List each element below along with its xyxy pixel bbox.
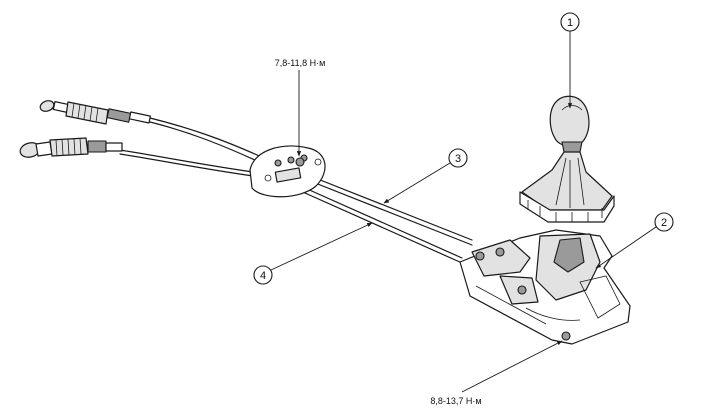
cable-bracket	[249, 145, 326, 198]
callout-3: 3	[383, 148, 468, 204]
bracket-bolt-icon	[295, 157, 305, 167]
callout-4-label: 4	[260, 270, 266, 282]
torque-callout-base: 8,8-13,7 Н·м	[430, 340, 563, 406]
cable-end-lower	[19, 137, 123, 158]
shifter-housing	[459, 229, 631, 345]
callout-2-label: 2	[661, 217, 667, 229]
callout-3-label: 3	[455, 153, 461, 165]
callout-1: 1	[560, 12, 580, 109]
base-bolt-icon	[561, 331, 571, 341]
callout-4: 4	[253, 222, 373, 285]
torque-callout-bracket: 7,8-11,8 Н·м	[275, 58, 326, 157]
shift-cables	[119, 117, 473, 264]
callout-2: 2	[595, 212, 674, 269]
callout-1-label: 1	[567, 17, 573, 29]
torque-label-bracket: 7,8-11,8 Н·м	[275, 58, 326, 68]
torque-label-base: 8,8-13,7 Н·м	[430, 396, 481, 406]
cable-end-upper	[39, 100, 152, 125]
shift-knob	[549, 95, 590, 153]
shift-boot	[519, 151, 615, 223]
